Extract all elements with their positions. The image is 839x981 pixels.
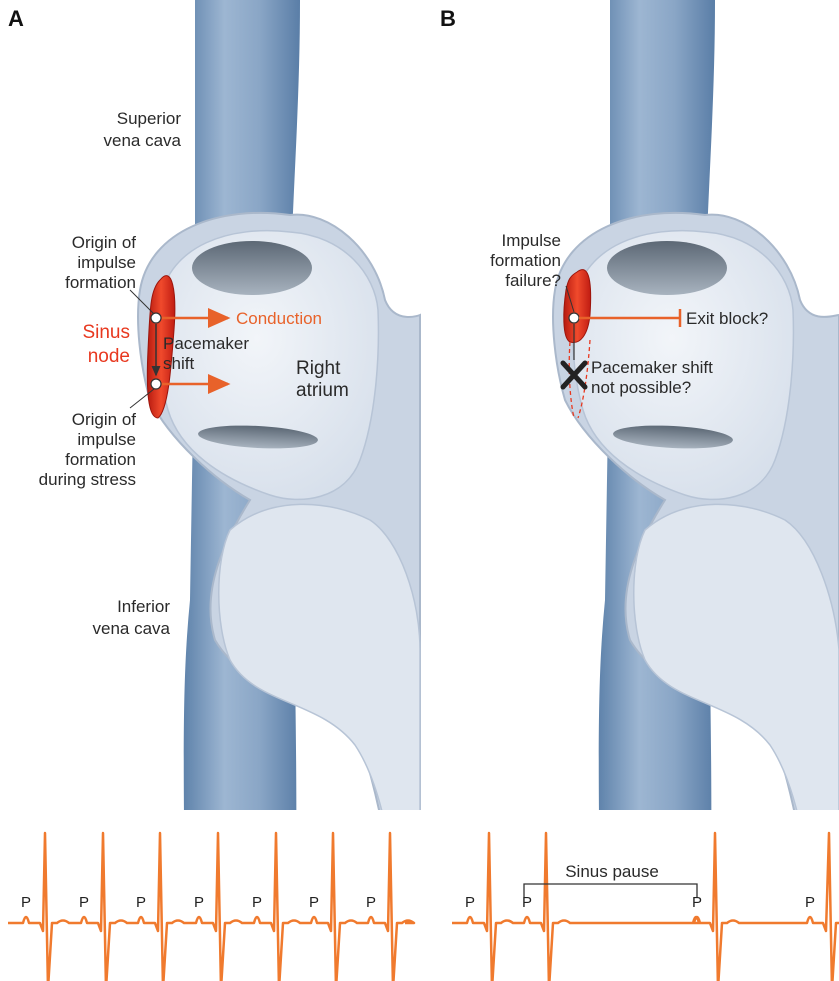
sinus-node-label-line1: Sinus — [82, 322, 130, 343]
svc-label-line2: vena cava — [104, 131, 182, 150]
p-wave-label: P — [194, 894, 204, 911]
p-wave-label: P — [252, 894, 262, 911]
origin-dot-stress — [151, 379, 161, 389]
origin-label-line2: impulse — [77, 253, 136, 272]
svc-ostium-b — [607, 241, 727, 295]
p-wave-label: P — [465, 894, 475, 911]
p-wave-label: P — [692, 894, 702, 911]
panel-a-letter: A — [8, 6, 24, 31]
failure-label-line3: failure? — [505, 271, 561, 290]
sinus-pause-label: Sinus pause — [565, 862, 659, 881]
right-atrium-label-line1: Right — [296, 358, 341, 379]
p-wave-label: P — [805, 894, 815, 911]
p-wave-label: P — [21, 894, 31, 911]
origin-dot-b — [569, 313, 579, 323]
right-atrium-label-line2: atrium — [296, 380, 349, 401]
stress-label-line1: Origin of — [72, 410, 137, 429]
svc-label-line1: Superior — [117, 109, 182, 128]
sinus-node-label-line2: node — [88, 346, 130, 367]
stress-label-line2: impulse — [77, 430, 136, 449]
origin-dot-top — [151, 313, 161, 323]
panel-b-letter: B — [440, 6, 456, 31]
exit-block-label: Exit block? — [686, 309, 768, 328]
p-wave-label: P — [136, 894, 146, 911]
shift-not-possible-line2: not possible? — [591, 378, 691, 397]
stress-label-line3: formation — [65, 450, 136, 469]
origin-label-line3: formation — [65, 273, 136, 292]
p-wave-label: P — [366, 894, 376, 911]
svc-ostium-a — [192, 241, 312, 295]
conduction-label: Conduction — [236, 309, 322, 328]
ivc-label-line2: vena cava — [93, 619, 171, 638]
pacemaker-shift-label-line1: Pacemaker — [163, 334, 249, 353]
p-wave-label: P — [309, 894, 319, 911]
p-wave-label: P — [522, 894, 532, 911]
shift-not-possible-line1: Pacemaker shift — [591, 358, 713, 377]
origin-label-line1: Origin of — [72, 233, 137, 252]
failure-label-line2: formation — [490, 251, 561, 270]
failure-label-line1: Impulse — [501, 231, 561, 250]
pacemaker-shift-label-line2: shift — [163, 354, 194, 373]
p-wave-label: P — [79, 894, 89, 911]
ivc-label-line1: Inferior — [117, 597, 170, 616]
stress-label-line4: during stress — [39, 470, 136, 489]
